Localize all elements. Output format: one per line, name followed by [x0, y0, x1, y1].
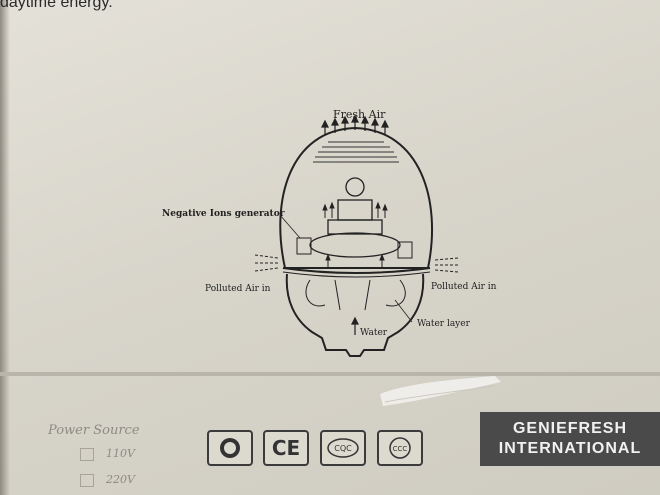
water-arrow	[351, 316, 359, 335]
tuv-icon	[207, 430, 253, 466]
polluted-air-left-label: Polluted Air in	[205, 284, 271, 294]
leader-neg-ions	[279, 214, 301, 239]
fresh-air-arrows	[321, 114, 389, 135]
power-option-110-label: 110V	[106, 447, 135, 460]
water-layer-label: Water layer	[417, 319, 470, 329]
swirl-arrows	[305, 279, 406, 311]
svg-text:CQC: CQC	[334, 444, 352, 453]
power-option-220-label: 220V	[106, 473, 135, 486]
power-option-110: 110V	[80, 447, 135, 461]
checkbox-110	[80, 447, 94, 461]
inner-arrows	[322, 201, 388, 268]
fresh-air-label: Fresh Air	[333, 108, 386, 121]
core-mid	[327, 219, 383, 235]
brand-line2: INTERNATIONAL	[498, 440, 642, 457]
ce-icon: CE	[263, 430, 309, 466]
divider-band	[282, 267, 431, 274]
purifier-shell	[279, 126, 434, 269]
svg-text:CCC: CCC	[393, 445, 408, 453]
brand-logo-box: GENIEFRESH INTERNATIONAL	[480, 412, 660, 466]
box-crease	[0, 372, 660, 376]
negative-ions-label: Negative Ions generator	[162, 209, 285, 219]
intake-right	[434, 257, 459, 273]
polluted-air-right-label: Polluted Air in	[431, 282, 497, 292]
core-upper	[337, 199, 373, 221]
water-label: Water	[360, 328, 388, 338]
brand-line1: GENIEFRESH	[512, 420, 627, 437]
cqc-icon: CQC	[320, 430, 366, 466]
top-text: daytime energy.	[0, 0, 113, 11]
water-tray	[309, 232, 401, 258]
right-module	[397, 241, 413, 259]
purifier-base	[285, 273, 425, 357]
power-option-220: 220V	[80, 473, 135, 487]
purifier-diagram	[254, 114, 459, 357]
checkbox-220	[80, 473, 94, 487]
leader-water-layer	[394, 299, 413, 323]
ccc-icon: CCC	[377, 430, 423, 466]
ce-text: CE	[271, 436, 301, 460]
top-vents	[313, 141, 399, 163]
box-left-shadow	[0, 0, 10, 495]
torn-tape	[380, 376, 501, 406]
left-module	[296, 237, 312, 255]
power-source-title: Power Source	[48, 423, 140, 438]
bulb	[345, 177, 365, 197]
intake-left	[254, 254, 279, 272]
